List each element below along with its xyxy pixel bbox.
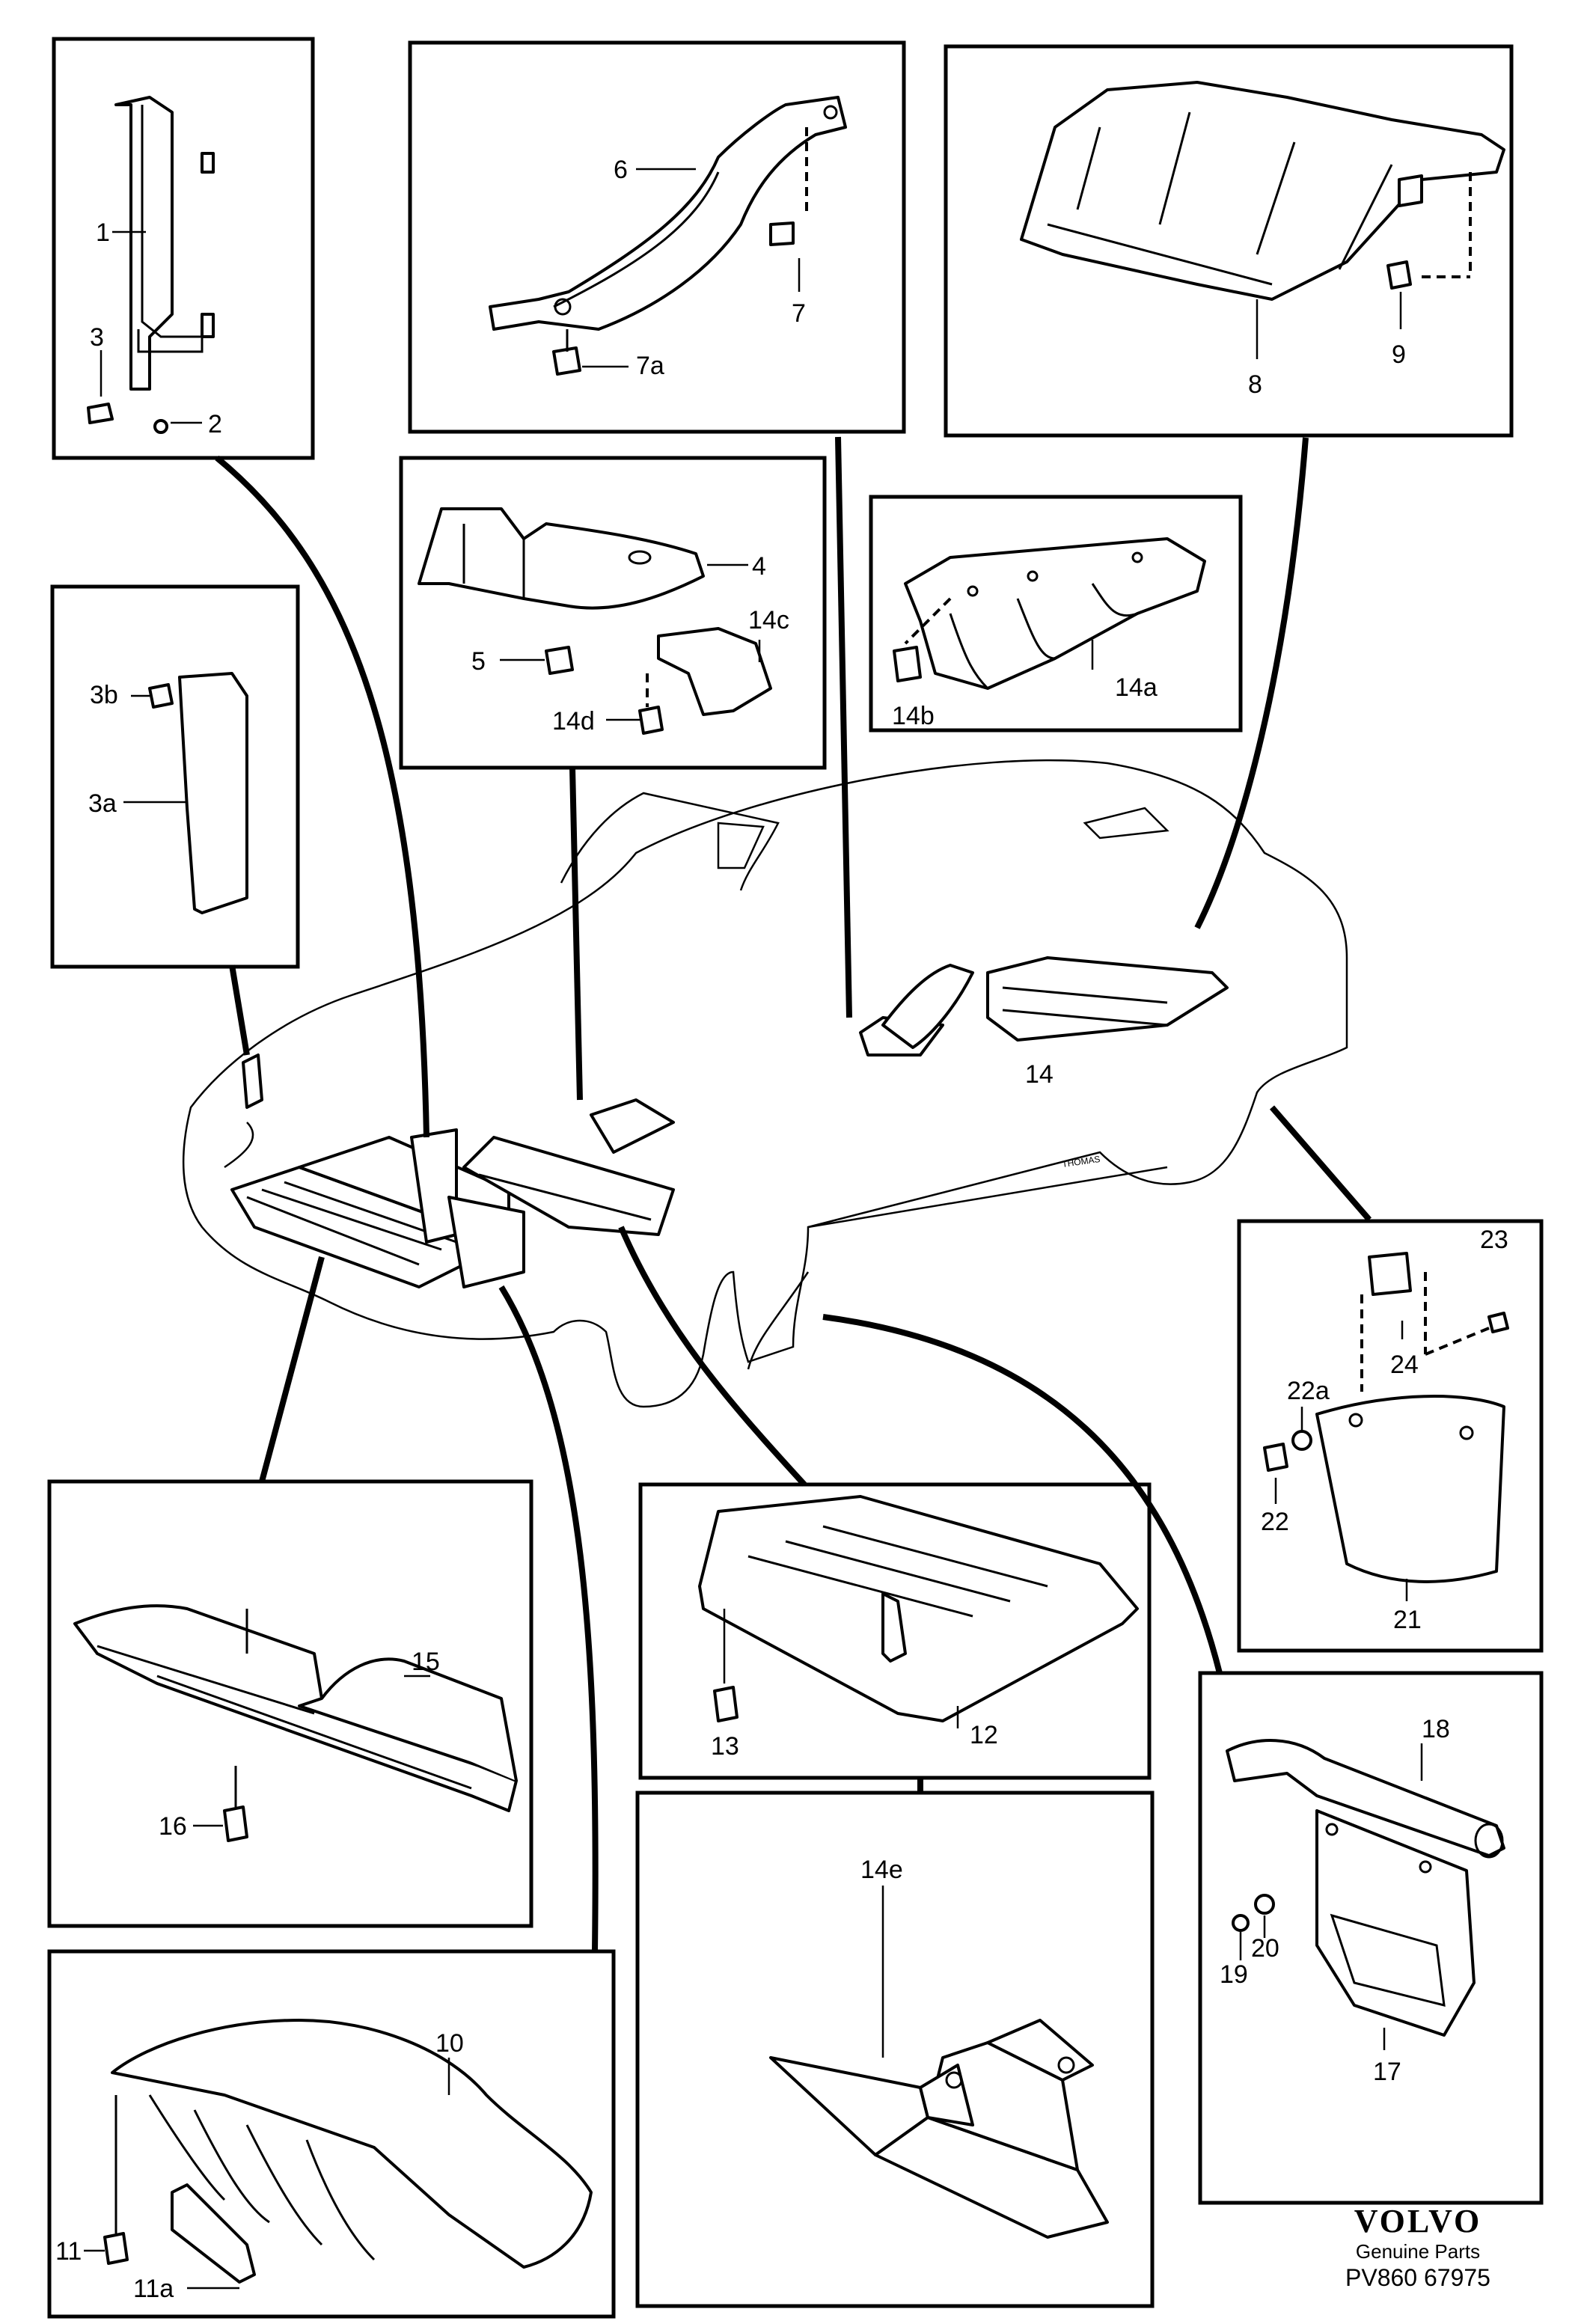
panel-bracket-4 (399, 456, 827, 770)
part-label-15: 15 (412, 1648, 440, 1676)
panel-skidplate-12 (638, 1482, 1152, 1780)
panel-mudflap-17 (1198, 1671, 1544, 2205)
panel-shield-14a (869, 495, 1243, 733)
connector-arrows (215, 436, 1372, 1952)
part-label-10: 10 (435, 2029, 464, 2058)
part-label-16: 16 (159, 1812, 187, 1841)
car-marking-text: THOMAS (1061, 1154, 1101, 1169)
part-label-20: 20 (1251, 1934, 1279, 1963)
panel-bracket-6 (408, 40, 906, 434)
diagram-code: PV860 67975 (1345, 2264, 1490, 2291)
part-label-22: 22 (1261, 1508, 1289, 1536)
panel-mudflap-21 (1237, 1219, 1544, 1653)
part-label-6: 6 (614, 156, 628, 184)
part-label-3b: 3b (90, 681, 118, 709)
part-label-14c: 14c (748, 606, 789, 634)
volvo-brand-block: VOLVO Genuine Parts PV860 67975 (1313, 2204, 1523, 2292)
panel-wheelhousing-10 (47, 1949, 616, 2319)
part-label-4: 4 (752, 552, 766, 581)
panel-shield-14e (635, 1791, 1155, 2308)
front-underbody-assembly (230, 956, 1229, 1288)
part-label-23: 23 (1480, 1226, 1508, 1254)
part-label-14a: 14a (1115, 673, 1158, 702)
part-label-9: 9 (1392, 340, 1406, 369)
part-label-18: 18 (1422, 1715, 1450, 1743)
part-label-21: 21 (1393, 1606, 1422, 1634)
part-label-14d: 14d (552, 707, 595, 736)
part-label-7a: 7a (636, 352, 664, 380)
part-label-24: 24 (1390, 1351, 1419, 1379)
part-label-19: 19 (1220, 1960, 1248, 1989)
brand-subtitle: Genuine Parts (1355, 2240, 1481, 2263)
panel-panel-3a (50, 584, 300, 969)
part-label-13: 13 (711, 1732, 739, 1761)
part-label-3: 3 (90, 323, 104, 352)
part-label-14b: 14b (892, 702, 935, 730)
part-label-3a: 3a (88, 789, 117, 818)
panel-shield-8 (944, 44, 1514, 438)
part-label-2: 2 (208, 410, 222, 438)
part-label-7: 7 (792, 299, 806, 328)
car-body-outline: THOMAS (182, 759, 1348, 1408)
part-label-5: 5 (471, 647, 486, 676)
part-label-14: 14 (1025, 1060, 1054, 1089)
part-label-22a: 22a (1287, 1377, 1330, 1405)
part-label-8: 8 (1248, 370, 1262, 399)
volvo-logo: VOLVO (1354, 2203, 1482, 2239)
part-label-14e: 14e (860, 1856, 903, 1884)
part-label-1: 1 (96, 218, 110, 247)
part-label-11a: 11a (133, 2275, 174, 2303)
panel-spoiler-15 (47, 1479, 533, 1928)
part-label-17: 17 (1373, 2058, 1401, 2086)
panel-bracket-1 (52, 37, 315, 460)
part-label-12: 12 (970, 1721, 998, 1749)
part-label-11: 11 (55, 2237, 82, 2266)
